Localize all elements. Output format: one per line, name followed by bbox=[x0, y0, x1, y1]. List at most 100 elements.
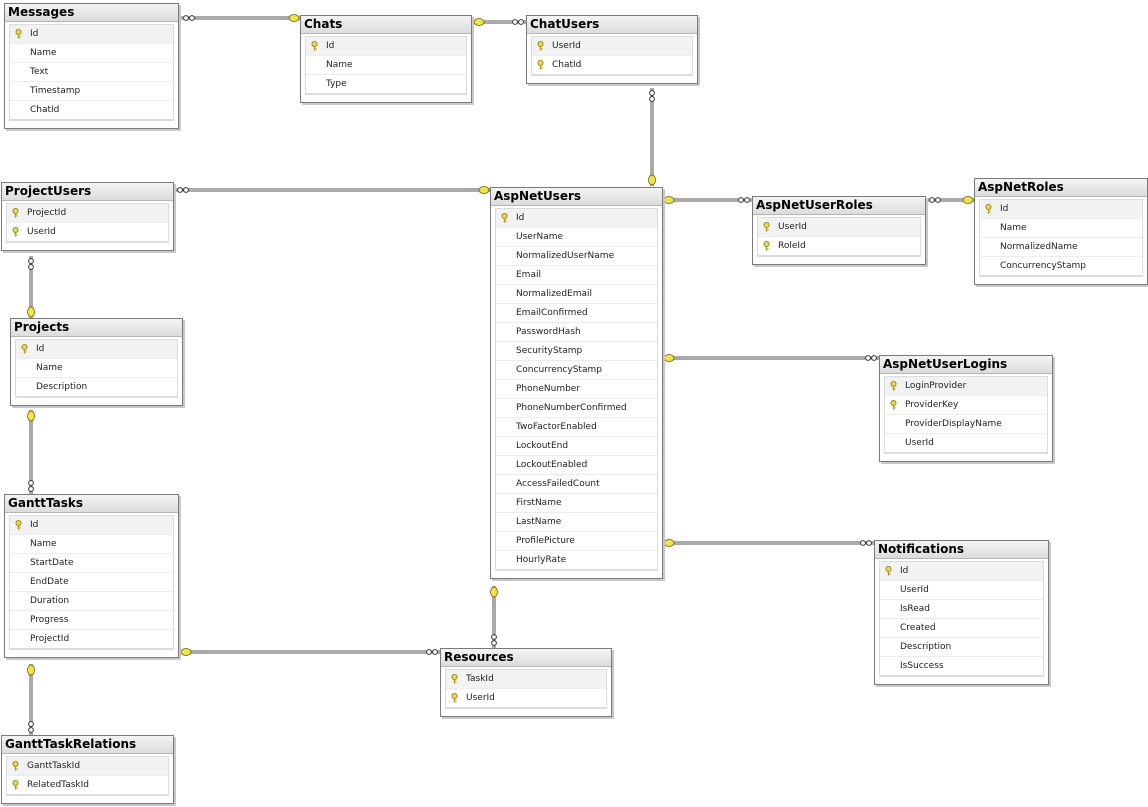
column-row[interactable]: Id bbox=[10, 516, 173, 535]
column-row[interactable]: Id bbox=[16, 340, 177, 359]
column-row[interactable]: GanttTaskId bbox=[7, 757, 168, 776]
column-row[interactable]: Name bbox=[10, 535, 173, 554]
table-title[interactable]: Projects bbox=[11, 319, 182, 337]
column-row[interactable]: HourlyRate bbox=[496, 551, 657, 570]
column-row[interactable]: ProviderDisplayName bbox=[885, 415, 1047, 434]
relationship-aspnetusers-resources[interactable] bbox=[490, 586, 498, 648]
column-row[interactable]: SecurityStamp bbox=[496, 342, 657, 361]
column-row[interactable]: EndDate bbox=[10, 573, 173, 592]
column-row[interactable]: RoleId bbox=[758, 237, 920, 256]
table-title[interactable]: ChatUsers bbox=[527, 16, 697, 34]
column-row[interactable]: IsRead bbox=[880, 600, 1043, 619]
column-row[interactable]: Id bbox=[980, 200, 1142, 219]
relationship-aspnetusers-projectusers[interactable] bbox=[175, 186, 490, 194]
column-row[interactable]: UserId bbox=[532, 37, 692, 56]
column-row[interactable]: ProviderKey bbox=[885, 396, 1047, 415]
column-row[interactable]: Email bbox=[496, 266, 657, 285]
column-row[interactable]: Timestamp bbox=[10, 82, 173, 101]
table-title[interactable]: AspNetUserRoles bbox=[753, 197, 925, 215]
relationship-chats-messages[interactable] bbox=[181, 14, 300, 22]
column-row[interactable]: UserId bbox=[880, 581, 1043, 600]
column-row[interactable]: FirstName bbox=[496, 494, 657, 513]
relationship-aspnetusers-notifications[interactable] bbox=[663, 539, 874, 547]
column-row[interactable]: NormalizedName bbox=[980, 238, 1142, 257]
table-title[interactable]: Notifications bbox=[875, 541, 1048, 559]
column-row[interactable]: ProfilePicture bbox=[496, 532, 657, 551]
column-row[interactable]: UserId bbox=[7, 223, 168, 242]
column-row[interactable]: UserId bbox=[446, 689, 606, 708]
relationship-gantttasks-gantttaskrelations[interactable] bbox=[27, 664, 35, 735]
table-title[interactable]: Chats bbox=[301, 16, 471, 34]
column-row[interactable]: UserId bbox=[885, 434, 1047, 453]
table-title[interactable]: AspNetUserLogins bbox=[880, 356, 1052, 374]
column-row[interactable]: NormalizedEmail bbox=[496, 285, 657, 304]
column-row[interactable]: LastName bbox=[496, 513, 657, 532]
column-row[interactable]: TwoFactorEnabled bbox=[496, 418, 657, 437]
column-row[interactable]: Progress bbox=[10, 611, 173, 630]
column-row[interactable]: ProjectId bbox=[10, 630, 173, 649]
column-row[interactable]: Name bbox=[16, 359, 177, 378]
column-row[interactable]: LoginProvider bbox=[885, 377, 1047, 396]
column-row[interactable]: UserName bbox=[496, 228, 657, 247]
relationship-aspnetusers-chatusers[interactable] bbox=[648, 88, 656, 186]
column-row[interactable]: Description bbox=[16, 378, 177, 397]
column-row[interactable]: PasswordHash bbox=[496, 323, 657, 342]
column-row[interactable]: IsSuccess bbox=[880, 657, 1043, 676]
column-row[interactable]: EmailConfirmed bbox=[496, 304, 657, 323]
column-row[interactable]: ProjectId bbox=[7, 204, 168, 223]
table-title[interactable]: Messages bbox=[5, 4, 178, 22]
relationship-aspnetusers-aspnetuserroles[interactable] bbox=[663, 196, 752, 204]
column-row[interactable]: NormalizedUserName bbox=[496, 247, 657, 266]
column-row[interactable]: ChatId bbox=[532, 56, 692, 75]
column-row[interactable]: RelatedTaskId bbox=[7, 776, 168, 795]
relationship-aspnetroles-aspnetuserroles[interactable] bbox=[927, 196, 974, 204]
relationship-gantttasks-resources[interactable] bbox=[180, 648, 440, 656]
column-row[interactable]: Duration bbox=[10, 592, 173, 611]
column-row[interactable]: Id bbox=[496, 209, 657, 228]
column-row[interactable]: Id bbox=[10, 25, 173, 44]
column-row[interactable]: StartDate bbox=[10, 554, 173, 573]
column-row[interactable]: Created bbox=[880, 619, 1043, 638]
column-row[interactable]: Name bbox=[306, 56, 466, 75]
column-row[interactable]: Id bbox=[306, 37, 466, 56]
table-title[interactable]: AspNetRoles bbox=[975, 179, 1147, 197]
column-row[interactable]: Id bbox=[880, 562, 1043, 581]
column-row[interactable]: UserId bbox=[758, 218, 920, 237]
column-row[interactable]: Name bbox=[10, 44, 173, 63]
column-row[interactable]: ChatId bbox=[10, 101, 173, 120]
column-row[interactable]: LockoutEnd bbox=[496, 437, 657, 456]
column-row[interactable]: Text bbox=[10, 63, 173, 82]
column-row[interactable]: PhoneNumberConfirmed bbox=[496, 399, 657, 418]
column-row[interactable]: ConcurrencyStamp bbox=[980, 257, 1142, 276]
column-row[interactable]: LockoutEnabled bbox=[496, 456, 657, 475]
table-title[interactable]: GanttTaskRelations bbox=[2, 736, 173, 754]
table-title[interactable]: ProjectUsers bbox=[2, 183, 173, 201]
column-row[interactable]: Description bbox=[880, 638, 1043, 657]
relationship-chats-chatusers[interactable] bbox=[473, 18, 526, 26]
column-row[interactable]: Type bbox=[306, 75, 466, 94]
table-title[interactable]: Resources bbox=[441, 649, 611, 667]
column-row[interactable]: TaskId bbox=[446, 670, 606, 689]
relationship-aspnetusers-aspnetuserlogins[interactable] bbox=[663, 354, 879, 362]
relationship-projects-gantttasks[interactable] bbox=[27, 410, 35, 494]
relationship-projects-projectusers[interactable] bbox=[27, 256, 35, 318]
table-title[interactable]: AspNetUsers bbox=[491, 188, 662, 206]
column-row[interactable]: Name bbox=[980, 219, 1142, 238]
table-title[interactable]: GanttTasks bbox=[5, 495, 178, 513]
column-row[interactable]: PhoneNumber bbox=[496, 380, 657, 399]
column-row[interactable]: AccessFailedCount bbox=[496, 475, 657, 494]
column-row[interactable]: ConcurrencyStamp bbox=[496, 361, 657, 380]
